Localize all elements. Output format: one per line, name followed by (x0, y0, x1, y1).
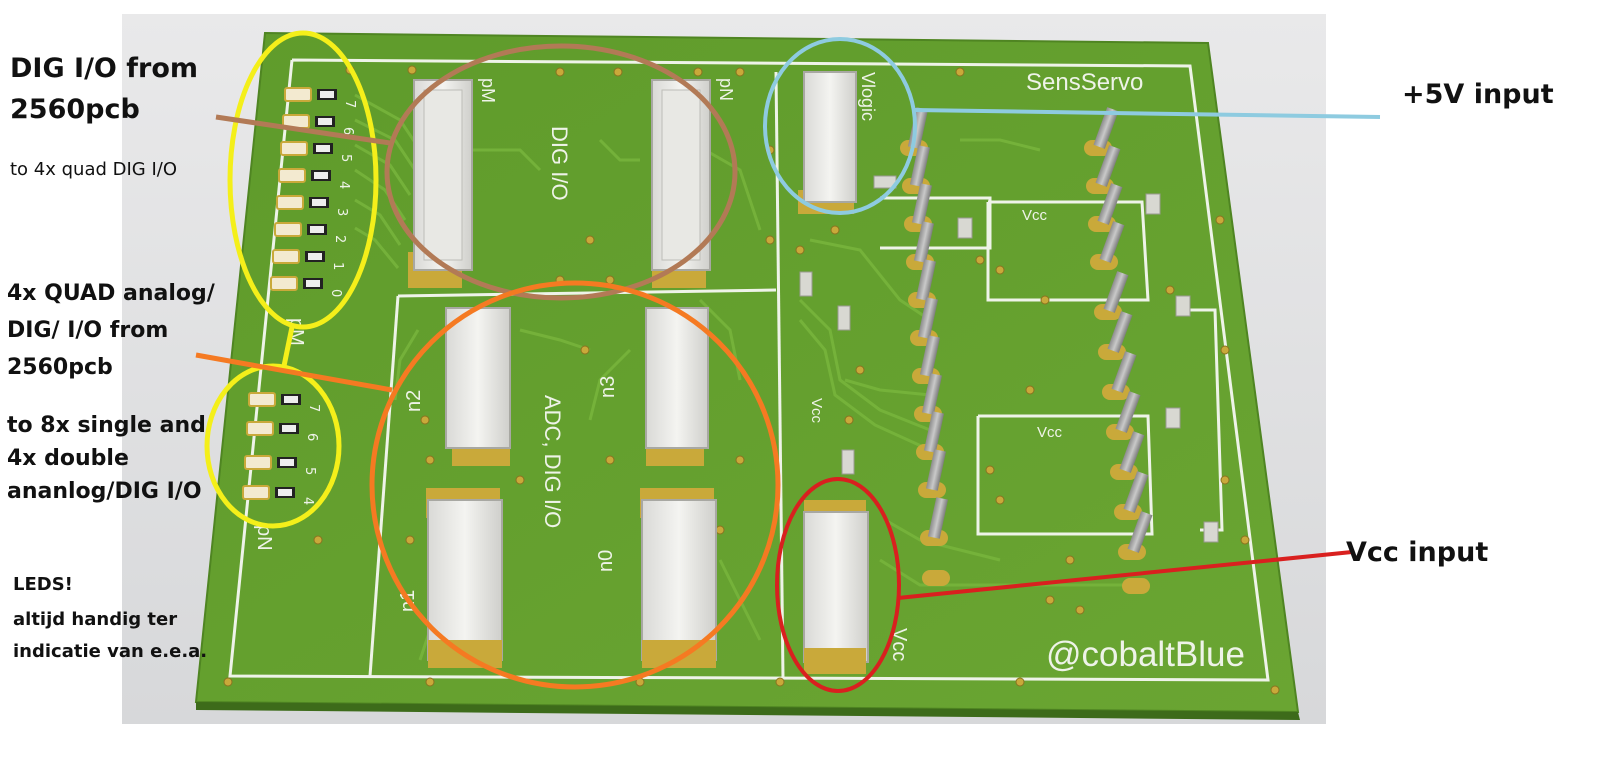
led-number: 4 (336, 181, 351, 189)
quad-annotation-line2: DIG/ I/O from (7, 318, 169, 343)
plus5v-annotation: +5V input (1402, 79, 1554, 110)
marker-dig-io-pointer (215, 114, 391, 146)
marker-vlogic (763, 37, 917, 215)
servo-pins-right (1084, 107, 1153, 594)
connector-vlogic (798, 71, 857, 214)
pcb-vias (223, 65, 1280, 695)
leds-annotation-line3: indicatie van e.e.a. (13, 641, 208, 662)
n3-label: n3 (597, 376, 619, 398)
vcc-mid-label: Vcc (1037, 424, 1063, 441)
marker-vcc-pointer (897, 550, 1353, 600)
led-row-pN (242, 392, 301, 500)
dig-io-annotation-line2: 2560pcb (10, 94, 140, 125)
dig-io-annotation-subtitle: to 4x quad DIG I/O (10, 159, 178, 180)
quad-annotation-line3: 2560pcb (7, 355, 113, 380)
led-row-pM (270, 87, 337, 291)
led-number: 7 (306, 404, 321, 412)
led-number: 5 (302, 467, 317, 475)
marker-adc (369, 280, 781, 690)
connector-pN (651, 79, 711, 288)
adc-dig-io-label: ADC, DIG I/O (540, 395, 565, 528)
marker-vcc (775, 477, 901, 693)
leds-annotation-line2: altijd handig ter (13, 609, 178, 630)
connector-n3 (645, 307, 709, 466)
connector-pM (408, 79, 473, 288)
connector-vcc (803, 500, 869, 674)
vcc-top-label: Vcc (1022, 207, 1048, 224)
marker-led-pN (204, 363, 342, 529)
led-number: 5 (338, 154, 353, 162)
pcb-edge (196, 702, 1300, 720)
dig-io-annotation-line1: DIG I/O from (10, 53, 199, 84)
pcb-board (194, 31, 1300, 714)
smd-components (799, 175, 1219, 543)
single-annotation-line3: ananlog/DIG I/O (7, 479, 202, 504)
single-annotation-line1: to 8x single and (7, 413, 206, 438)
led-number: 6 (340, 127, 355, 135)
sensservo-label: SensServo (1026, 69, 1143, 96)
quad-annotation-line1: 4x QUAD analog/ (7, 281, 215, 306)
marker-vlogic-pointer (913, 108, 1381, 119)
vcc-side-label: Vcc (808, 398, 825, 424)
credit-label: @cobaltBlue (1046, 635, 1245, 674)
led-number: 4 (300, 497, 315, 505)
n0-label: n0 (595, 550, 617, 572)
led-number: 3 (334, 208, 349, 216)
vcc-input-annotation: Vcc input (1346, 537, 1489, 568)
pN-header-label: pN (716, 78, 736, 101)
connector-n2 (445, 307, 511, 466)
marker-led-pM (227, 30, 379, 330)
vlogic-label: Vlogic (858, 72, 878, 121)
led-number: 6 (304, 433, 319, 441)
pN-side-label: pN (253, 525, 275, 551)
single-annotation-line2: 4x double (7, 446, 129, 471)
marker-led-connector (281, 326, 295, 367)
pM-header-label: pM (478, 78, 498, 103)
marker-dig-io (384, 43, 738, 301)
led-number: 2 (332, 235, 347, 243)
dig-io-label: DIG I/O (547, 126, 572, 201)
leds-annotation-line1: LEDS! (13, 574, 73, 595)
n2-label: n2 (403, 390, 425, 412)
led-number: 0 (328, 289, 343, 297)
led-number: 1 (330, 262, 345, 270)
marker-adc-pointer (195, 352, 393, 393)
servo-pins-left (900, 107, 950, 586)
led-number: 7 (342, 100, 357, 108)
connector-n1 (426, 488, 503, 668)
